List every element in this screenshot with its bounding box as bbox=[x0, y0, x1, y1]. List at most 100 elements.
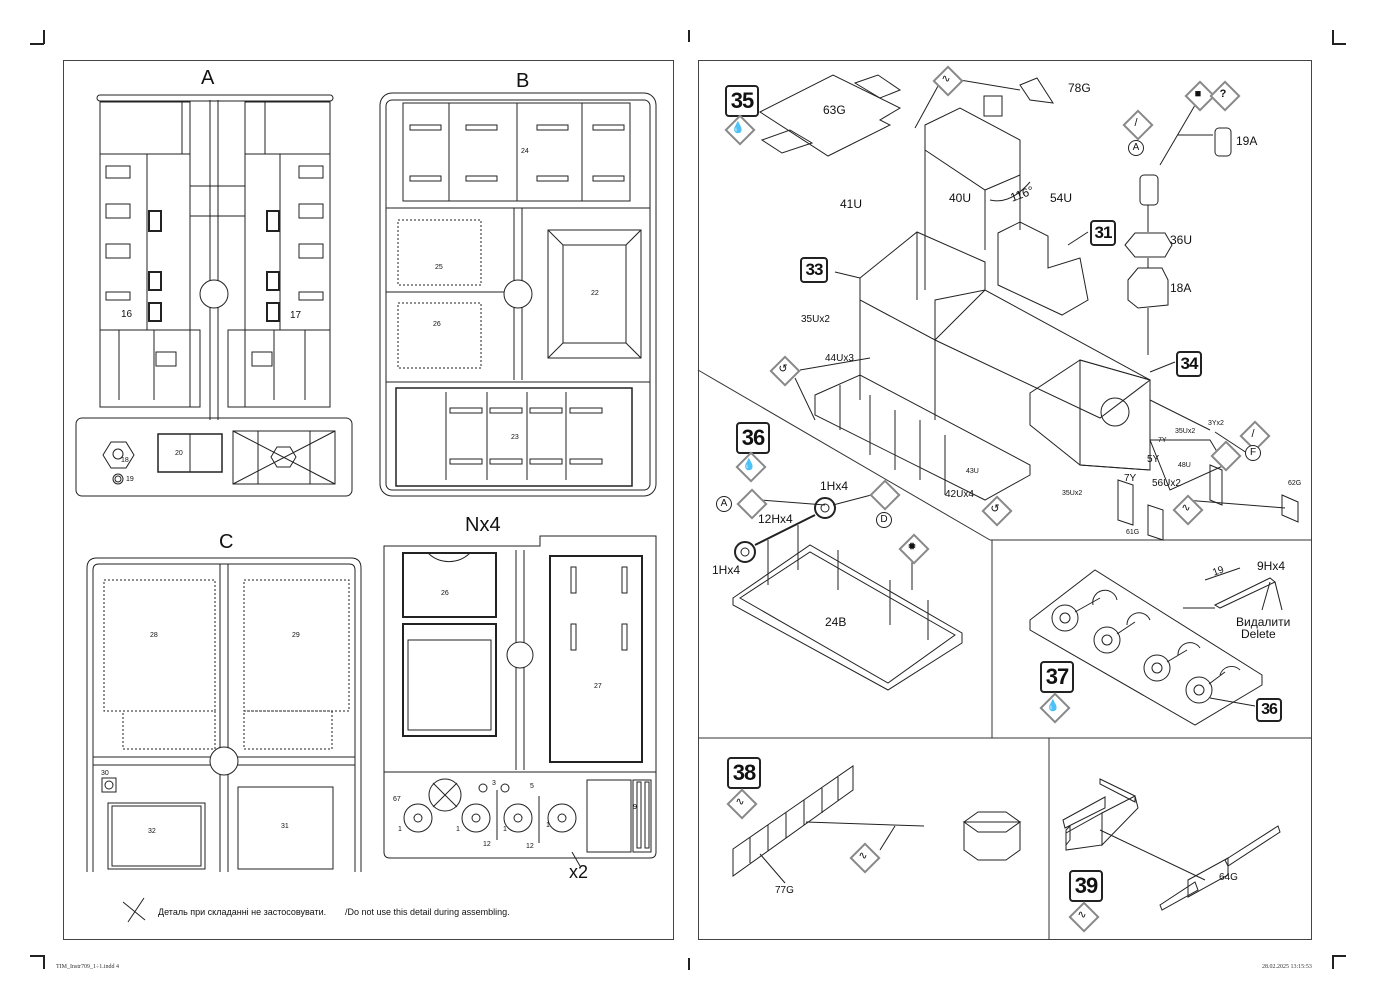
question-glyph: ? bbox=[1219, 88, 1227, 100]
part-9: 9 bbox=[633, 804, 637, 811]
crop-mark bbox=[688, 30, 690, 42]
crop-mark bbox=[30, 43, 44, 45]
part-28: 28 bbox=[150, 632, 158, 639]
label-7y: 7Y bbox=[1158, 437, 1167, 444]
knife-glyph: / bbox=[1134, 117, 1138, 129]
part-1: 1 bbox=[398, 826, 402, 833]
step-31-badge: 31 bbox=[1090, 220, 1116, 246]
glue-glyph: 💧 bbox=[731, 122, 745, 134]
part-20: 20 bbox=[175, 450, 183, 457]
label-1hx4: 1Hx4 bbox=[820, 479, 849, 493]
crop-mark bbox=[43, 30, 45, 44]
label-24b: 24B bbox=[825, 615, 847, 629]
part-12b: 12 bbox=[526, 843, 534, 850]
glue-glyph: 💧 bbox=[1046, 700, 1060, 712]
part-27: 27 bbox=[594, 683, 602, 690]
step-38-badge: 38 bbox=[727, 757, 761, 789]
label-63g: 63G bbox=[823, 103, 846, 117]
crop-mark bbox=[43, 955, 45, 969]
part-12: 12 bbox=[483, 841, 491, 848]
crop-mark bbox=[688, 958, 690, 970]
part-25: 25 bbox=[435, 264, 443, 271]
fold-glyph: ∿ bbox=[735, 796, 745, 808]
part-17: 17 bbox=[290, 310, 302, 321]
part-1d: 1 bbox=[546, 822, 550, 829]
label-64g: 64G bbox=[1219, 872, 1238, 883]
bend-glyph: ↺ bbox=[778, 363, 788, 375]
callout-a: A bbox=[716, 496, 732, 512]
label-19a: 19A bbox=[1236, 134, 1258, 148]
label-42ux4: 42Ux4 bbox=[945, 489, 974, 500]
sprue-b-title: B bbox=[516, 70, 530, 92]
label-43u: 43U bbox=[966, 468, 979, 475]
label-62g: 62G bbox=[1288, 480, 1302, 487]
legend-en-text: /Do not use this detail during assemblin… bbox=[345, 907, 510, 917]
part-3: 3 bbox=[492, 780, 496, 787]
left-page-frame bbox=[63, 60, 674, 940]
label-3yx2: 3Yx2 bbox=[1208, 420, 1224, 427]
label-44ux3: 44Ux3 bbox=[825, 353, 854, 364]
label-48u: 48U bbox=[1178, 462, 1191, 469]
multiplier-x2: x2 bbox=[569, 862, 589, 882]
part-26: 26 bbox=[433, 321, 441, 328]
part-1c: 1 bbox=[503, 826, 507, 833]
glue-glyph: 💧 bbox=[742, 459, 756, 471]
part-16: 16 bbox=[121, 309, 133, 320]
part-67: 67 bbox=[393, 796, 401, 803]
label-5y: 5Y bbox=[1147, 454, 1160, 465]
label-9hx4: 9Hx4 bbox=[1257, 559, 1286, 573]
step-34-badge: 34 bbox=[1176, 351, 1202, 377]
label-78g: 78G bbox=[1068, 81, 1091, 95]
part-19: 19 bbox=[126, 476, 134, 483]
right-page-frame bbox=[698, 60, 1312, 940]
label-40u: 40U bbox=[949, 191, 972, 205]
part-5: 5 bbox=[530, 783, 534, 790]
callout-f: F bbox=[1245, 445, 1261, 461]
sprue-a-title: A bbox=[201, 67, 215, 89]
crop-mark bbox=[30, 955, 44, 957]
step-35-badge: 35 bbox=[725, 85, 759, 117]
sprue-n-title: Nx4 bbox=[465, 514, 501, 536]
label-41u: 41U bbox=[840, 197, 863, 211]
step-36-badge: 36 bbox=[736, 422, 770, 454]
label-35ux2: 35Ux2 bbox=[801, 314, 830, 325]
label-56ux2: 56Ux2 bbox=[1152, 478, 1181, 489]
sprue-c-title: C bbox=[219, 531, 234, 553]
heat-glyph: ✹ bbox=[907, 541, 917, 553]
crop-mark bbox=[1332, 955, 1334, 969]
label-36u: 36U bbox=[1170, 233, 1193, 247]
part-23: 23 bbox=[511, 434, 519, 441]
crop-mark bbox=[1332, 30, 1334, 44]
part-22: 22 bbox=[591, 290, 599, 297]
label-54u: 54U bbox=[1050, 191, 1073, 205]
knife-glyph: / bbox=[1251, 428, 1255, 440]
part-26-n: 26 bbox=[441, 590, 449, 597]
part-1b: 1 bbox=[456, 826, 460, 833]
label-77g: 77G bbox=[775, 885, 794, 896]
label-61g: 61G bbox=[1126, 529, 1140, 536]
label-12hx4: 12Hx4 bbox=[758, 512, 793, 526]
label-7y-b: 7Y bbox=[1124, 473, 1137, 484]
part-18: 18 bbox=[121, 457, 129, 464]
legend-uk-text: Деталь при складанні не застосовувати. bbox=[158, 907, 327, 917]
part-31: 31 bbox=[281, 823, 289, 830]
paint-glyph: ■ bbox=[1194, 88, 1202, 100]
crop-mark bbox=[1332, 955, 1346, 957]
bend-glyph: ↺ bbox=[990, 503, 1000, 515]
fold-glyph: ∿ bbox=[941, 73, 951, 85]
delete-note-en: Delete bbox=[1241, 627, 1276, 641]
part-32: 32 bbox=[148, 828, 156, 835]
label-35ux2-b: 35Ux2 bbox=[1175, 428, 1196, 435]
label-18a: 18A bbox=[1170, 281, 1192, 295]
fold-glyph: ∿ bbox=[858, 850, 868, 862]
part-24: 24 bbox=[521, 148, 529, 155]
